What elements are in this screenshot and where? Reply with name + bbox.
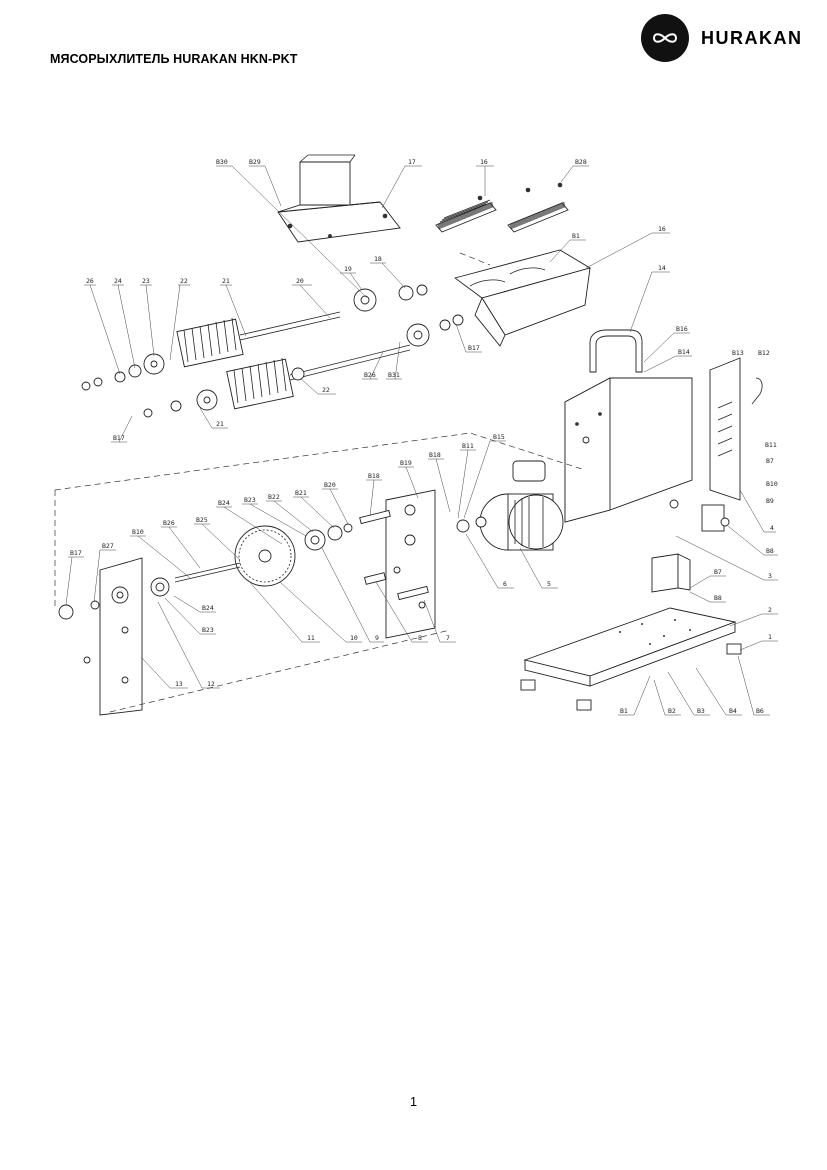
label-b27: B27	[102, 542, 114, 550]
exploded-parts-diagram: B30 B29 17 16 B28 B1 16 14 B16 B14 B13 B…	[54, 154, 778, 716]
label-b7b: B7	[714, 568, 722, 576]
label-b3: B3	[697, 707, 705, 715]
label-b4: B4	[729, 707, 737, 715]
label-b18a: B18	[368, 472, 380, 480]
label-b17a: B17	[468, 344, 480, 352]
frame-plate-front	[99, 557, 143, 716]
part-labels: B30 B29 17 16 B28 B1 16 14 B16 B14 B13 B…	[65, 158, 778, 716]
brand-logo-icon	[641, 14, 689, 62]
hopper-part	[277, 154, 401, 243]
label-20: 20	[296, 277, 304, 285]
label-17: 17	[408, 158, 416, 166]
electric-motor	[475, 460, 564, 551]
label-4: 4	[770, 524, 774, 532]
relay-box	[651, 553, 691, 593]
label-b8a: B8	[766, 547, 774, 555]
label-b10: B10	[766, 480, 778, 488]
document-title: МЯСОРЫХЛИТЕЛЬ HURAKAN HKN-PKT	[50, 52, 298, 66]
label-21b: 21	[216, 420, 224, 428]
label-b7a: B7	[766, 457, 774, 465]
label-b25: B25	[196, 516, 208, 524]
label-b12: B12	[758, 349, 770, 357]
label-22a: 22	[180, 277, 188, 285]
label-b15: B15	[493, 433, 505, 441]
label-b21: B21	[295, 489, 307, 497]
label-b23: B23	[244, 496, 256, 504]
label-14: 14	[658, 264, 666, 272]
label-b22: B22	[268, 493, 280, 501]
label-8: 8	[418, 634, 422, 642]
label-b11a: B11	[765, 441, 777, 449]
brand-logo-mark	[652, 33, 678, 43]
label-2: 2	[768, 606, 772, 614]
roller-upper	[176, 311, 341, 368]
label-b6: B6	[756, 707, 764, 715]
label-13: 13	[175, 680, 183, 688]
label-3: 3	[768, 572, 772, 580]
label-9: 9	[375, 634, 379, 642]
brand-header: HURAKAN	[641, 14, 803, 62]
label-22b: 22	[322, 386, 330, 394]
roller-lower	[226, 344, 411, 410]
trough-part	[453, 249, 592, 347]
label-b19: B19	[400, 459, 412, 467]
label-b8b: B8	[714, 594, 722, 602]
label-16a: 16	[480, 158, 488, 166]
label-b16: B16	[676, 325, 688, 333]
label-b17b: B17	[113, 434, 125, 442]
label-5: 5	[547, 580, 551, 588]
motor-cover	[564, 377, 693, 523]
label-23: 23	[142, 277, 150, 285]
label-b18b: B18	[429, 451, 441, 459]
side-panel-vent	[709, 357, 763, 501]
label-b17c: B17	[70, 549, 82, 557]
label-b13: B13	[732, 349, 744, 357]
label-7: 7	[446, 634, 450, 642]
label-26: 26	[86, 277, 94, 285]
label-b1: B1	[572, 232, 580, 240]
label-10: 10	[350, 634, 358, 642]
carry-handle	[589, 329, 643, 373]
label-b9: B9	[766, 497, 774, 505]
label-b14: B14	[678, 348, 690, 356]
label-b2: B2	[668, 707, 676, 715]
label-1: 1	[768, 633, 772, 641]
label-6: 6	[503, 580, 507, 588]
blade-comb-a	[435, 199, 497, 233]
label-b26: B26	[364, 371, 376, 379]
label-b29: B29	[249, 158, 261, 166]
label-b20: B20	[324, 481, 336, 489]
large-gear	[234, 525, 296, 587]
label-12: 12	[207, 680, 215, 688]
label-11: 11	[307, 634, 315, 642]
label-b31: B31	[388, 371, 400, 379]
label-21a: 21	[222, 277, 230, 285]
label-24: 24	[114, 277, 122, 285]
label-b26b: B26	[163, 519, 175, 527]
base-plate	[523, 607, 737, 687]
label-b24b: B24	[202, 604, 214, 612]
label-19: 19	[344, 265, 352, 273]
label-b30: B30	[216, 158, 228, 166]
label-b28: B28	[575, 158, 587, 166]
label-b1b: B1	[620, 707, 628, 715]
switch-box	[701, 504, 730, 532]
brand-name: HURAKAN	[701, 27, 803, 48]
label-b23b: B23	[202, 626, 214, 634]
page-number: 1	[409, 1094, 418, 1109]
label-16b: 16	[658, 225, 666, 233]
label-b24a: B24	[218, 499, 230, 507]
label-b10b: B10	[132, 528, 144, 536]
blade-comb-b	[507, 201, 569, 233]
frame-plate-rear	[385, 489, 436, 639]
label-b11b: B11	[462, 442, 474, 450]
label-18: 18	[374, 255, 382, 263]
